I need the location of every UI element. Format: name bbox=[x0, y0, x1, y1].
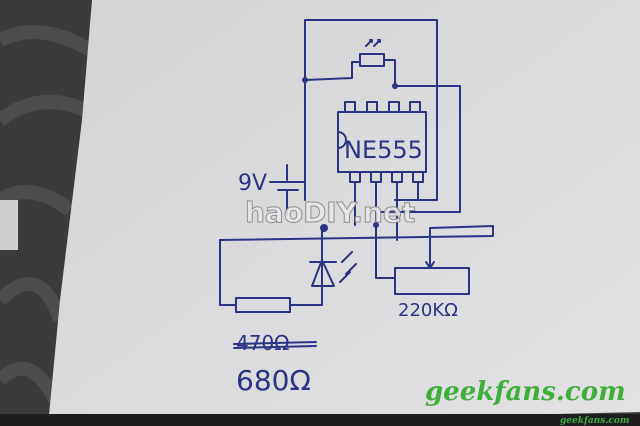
potentiometer bbox=[394, 267, 470, 295]
white-object-edge bbox=[0, 200, 18, 250]
photoresistor bbox=[359, 53, 385, 67]
geekfans-small-watermark: geekfans.com bbox=[560, 416, 629, 426]
pot-label: 220KΩ bbox=[398, 300, 458, 321]
ic-label: NE555 bbox=[344, 136, 423, 164]
resistor-label: 680Ω bbox=[236, 364, 311, 397]
geekfans-watermark: geekfans.com bbox=[425, 377, 626, 407]
paper-sheet bbox=[48, 0, 640, 426]
haodiy-watermark: haoDIY.net bbox=[245, 196, 415, 229]
resistor bbox=[235, 297, 291, 313]
circuit-drawing: 9V NE555 220KΩ 470Ω 680Ω bbox=[219, 19, 494, 397]
led bbox=[309, 259, 337, 287]
battery-label: 9V bbox=[238, 171, 267, 196]
